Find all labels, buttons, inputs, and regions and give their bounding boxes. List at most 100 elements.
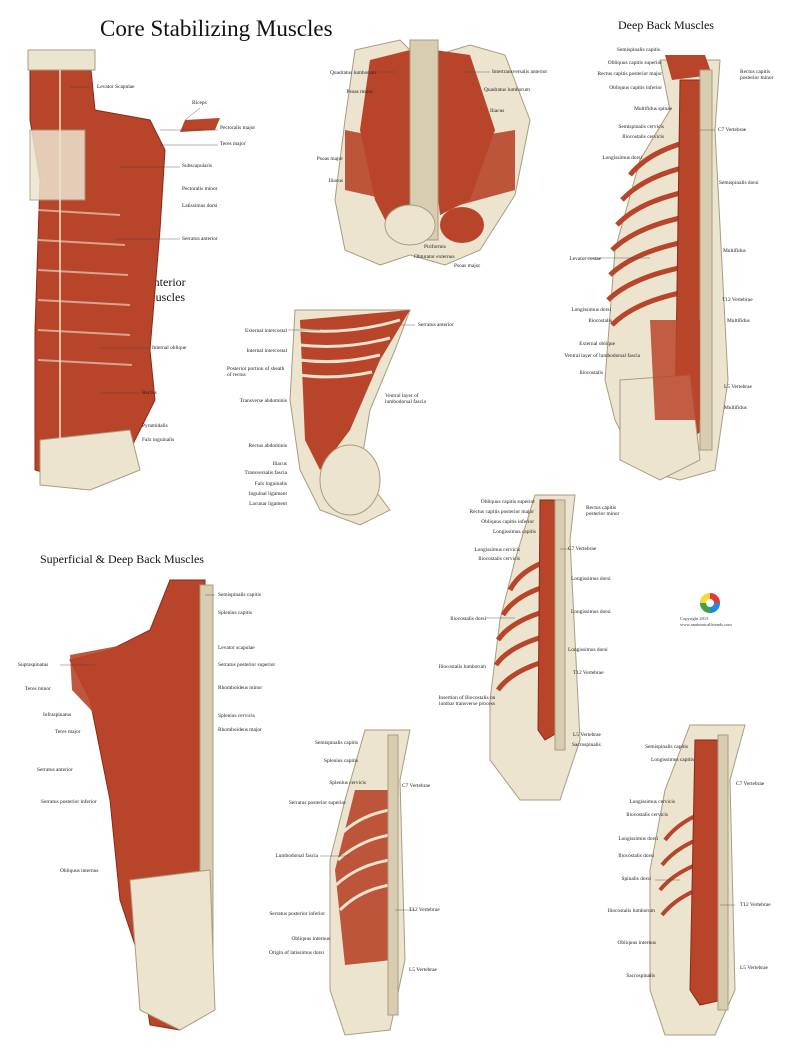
label-levator-scapulae-sup: Levator scapulae <box>218 645 255 651</box>
copyright-line: Copyright 2013 <box>680 616 709 621</box>
label-falx-inguinalis-lat: Falx inguinalis <box>254 481 287 487</box>
deep-back-title: Deep Back Muscles <box>618 18 714 32</box>
label-pyramidalis: Pyramidalis <box>142 423 168 429</box>
publisher-logo-icon <box>699 592 721 614</box>
label-rhomboideus-major: Rhomboideus major <box>218 727 262 733</box>
label-sacrospinalis-br: Sacrospinalis <box>626 973 655 979</box>
label-infraspinatus: Infraspinatus <box>43 712 72 718</box>
label-semispinalis-dorsi: Semispinalis dorsi <box>719 180 759 186</box>
label-serratus-anterior-sup: Serratus anterior <box>37 767 73 773</box>
label-splenius-cervicis-sup: Splenius cervicis <box>218 713 255 719</box>
label-psoas-major-left: Psoas major <box>316 156 343 162</box>
poster-title: Core Stabilizing Muscles <box>100 16 333 41</box>
label-multifidus-db3: Multifidus <box>724 405 747 411</box>
label-l5-vertebrae-br: L5 Vertebrae <box>740 965 768 971</box>
label-levator-scapulae: Levator Scapulae <box>97 84 135 90</box>
label-levator-costae: Levator costae <box>569 256 601 262</box>
label-longissimus-dorsi-db2: Longissimus dorsi <box>571 307 611 313</box>
lateral-abdomen-figure <box>289 309 411 526</box>
label-iliocostalis-cervicis-br: Iliocostalis cervicis <box>626 812 668 818</box>
label-lacunar-ligament: Lacunar ligament <box>249 501 287 507</box>
anterior-torso-figure <box>27 49 220 491</box>
label-spinalis-dorsi-br: Spinalis dorsi <box>621 876 651 882</box>
label-teres-minor: Teres minor <box>25 686 51 692</box>
label-semispinalis-capitis-br: Semispinalis capitis <box>645 744 688 750</box>
superficial-back-figure <box>69 579 216 1031</box>
label-rectus-abdominis: Rectus abdominis <box>248 443 287 449</box>
label-longissimus-dorsi-mb3: Longissimus dorsi <box>568 647 608 653</box>
label-serratus-anterior-lat: Serratus anterior <box>418 322 454 328</box>
label-t12-vertebrae-db: T12 Vertebrae <box>722 297 753 303</box>
label-semispinalis-capitis-db: Semispinalis capitis <box>617 47 660 53</box>
label-t12-vertebrae-mb: T12 Vertebrae <box>573 670 604 676</box>
label-longissimus-dorsi-mb1: Longissimus dorsi <box>571 576 611 582</box>
label-serratus-posterior-inferior-bm: Serratus posterior inferior <box>269 911 325 917</box>
label-multifidus-db1: Multifidus <box>723 248 746 254</box>
label-transverse-abdominis: Transverse abdominis <box>239 398 287 404</box>
label-inguinal-ligament: Inguinal ligament <box>248 491 287 497</box>
label-splenius-capitis-bm: Splenius capitis <box>324 758 358 764</box>
label-teres-major-sup: Teres major <box>55 729 81 735</box>
label-biceps: Biceps <box>192 100 207 106</box>
label-latissimus-dorsi: Latissimus dorsi <box>182 203 218 209</box>
label-quadratus-lumborum-left: Quadratus lumborum <box>330 70 376 76</box>
label-longissimus-cervicis-mb: Longissimus cervicis <box>474 547 520 553</box>
label-pectoralis-minor: Pectoralis minor <box>182 186 218 192</box>
label-psoas-major-right: Psoas major <box>454 263 481 269</box>
deep-back-figure <box>604 55 729 481</box>
superficial-deep-title: Superficial & Deep Back Muscles <box>40 552 204 566</box>
label-rectus-capitis-posterior-minor-db: Rectus capitis posterior minor <box>740 69 774 81</box>
label-psoas-minor: Psoas minor <box>346 89 373 95</box>
leader-lines <box>60 71 735 911</box>
label-obliquus-capitis-superior-db: Obliquus capitis superior <box>607 60 662 66</box>
copyright-url: www.anatomicalfriends.com <box>680 622 732 627</box>
label-obliquus-capitis-superior-mb: Obliquus capitis superior <box>480 499 535 505</box>
label-pectoralis-major: Pectoralis major <box>220 125 256 131</box>
label-obliquus-capitis-inferior-mb: Obliquus capitis inferior <box>481 519 534 525</box>
label-internal-intercostal: Internal intercostal <box>246 348 287 354</box>
label-serratus-posterior-inferior-sup: Serratus posterior inferior <box>41 799 97 805</box>
label-rhomboideus-minor: Rhomboideus minor <box>218 685 263 691</box>
label-splenius-capitis-sup: Splenius capitis <box>218 610 252 616</box>
label-iliocostalis-cervicis-db: Iliocostalis cervicis <box>622 134 664 140</box>
label-subscapularis: Subscapularis <box>182 163 212 169</box>
label-obliquus-capitis-inferior-db: Obliquus capitis inferior <box>609 85 662 91</box>
label-c7-vertebrae-br: C7 Vertebrae <box>736 781 765 787</box>
label-obliquus-internus-bm: Obliquus internus <box>291 936 330 942</box>
label-longissimus-dorsi-db1: Longissimus dorsi <box>602 155 642 161</box>
label-serratus-anterior: Serratus anterior <box>182 236 218 242</box>
label-t12-vertebrae-br: T12 Vertebrae <box>740 902 771 908</box>
label-insertion-iliocostalis: Insertion of Iliocostalis on lumbar tran… <box>438 695 496 707</box>
label-posterior-sheath: Posterior portion of sheath of rectus <box>227 366 285 378</box>
label-longissimus-dorsi-mb2: Longissimus dorsi <box>571 609 611 615</box>
label-longissimus-capitis-br: Longissimus capitis <box>651 757 694 763</box>
label-c7-vertebrae-db: C7 Vertebrae <box>718 127 747 133</box>
label-semispinalis-cervicis: Semispinalis cervicis <box>618 124 664 130</box>
label-l5-vertebrae-db: L5 Vertebrae <box>724 384 752 390</box>
label-iliacus-right: Iliacus <box>490 108 505 114</box>
label-rectus-capitis-posterior-minor-mb: Rectus capitis posterior minor <box>586 505 620 517</box>
copyright-notice: Copyright 2013 www.anatomicalfriends.com <box>680 616 732 628</box>
label-longissimus-cervicis-br: Longissimus cervicis <box>629 799 675 805</box>
label-iliocostalis-lumborum-mb: Iliocostalis lumborum <box>438 664 486 670</box>
label-rectus-capitis-posterior-major-mb: Rectus capitis posterior major <box>469 509 534 515</box>
label-serratus-posterior-superior-bm: Serratus posterior superior <box>288 800 346 806</box>
label-t12-vertebrae-bm: T12 Vertebrae <box>409 907 440 913</box>
label-supraspinatus: Supraspinatus <box>18 662 49 668</box>
lower-back-middle-figure <box>329 729 411 1036</box>
label-teres-major: Teres major <box>220 141 246 147</box>
label-obliquus-internus-br: Obliquus internus <box>617 940 656 946</box>
label-rectus-capitis-posterior-major-db: Rectus capitis posterior major <box>597 71 662 77</box>
pelvis-front-figure <box>334 39 531 266</box>
label-longissimus-dorsi-br: Longissimus dorsi <box>618 836 658 842</box>
label-ventral-layer-lat: Ventral layer of lumbodorsal fascia <box>385 393 426 405</box>
label-iliocostalis-db1: Iliocostalis <box>588 318 612 324</box>
label-splenius-cervicis-bm: Splenius cervicis <box>329 780 366 786</box>
label-iliacus-left: Iliacus <box>328 178 343 184</box>
label-external-oblique-db: External oblique <box>579 341 615 347</box>
label-multifidus-db2: Multifidus <box>727 318 750 324</box>
label-longissimus-capitis-mb: Longissimus capitis <box>493 529 536 535</box>
label-serratus-posterior-superior-sup: Serratus posterior superior <box>218 662 276 668</box>
label-falx-inguinalis: Falx inguinalis <box>142 437 175 443</box>
label-obliquus-internus-sup: Obliquus internus <box>60 868 99 874</box>
